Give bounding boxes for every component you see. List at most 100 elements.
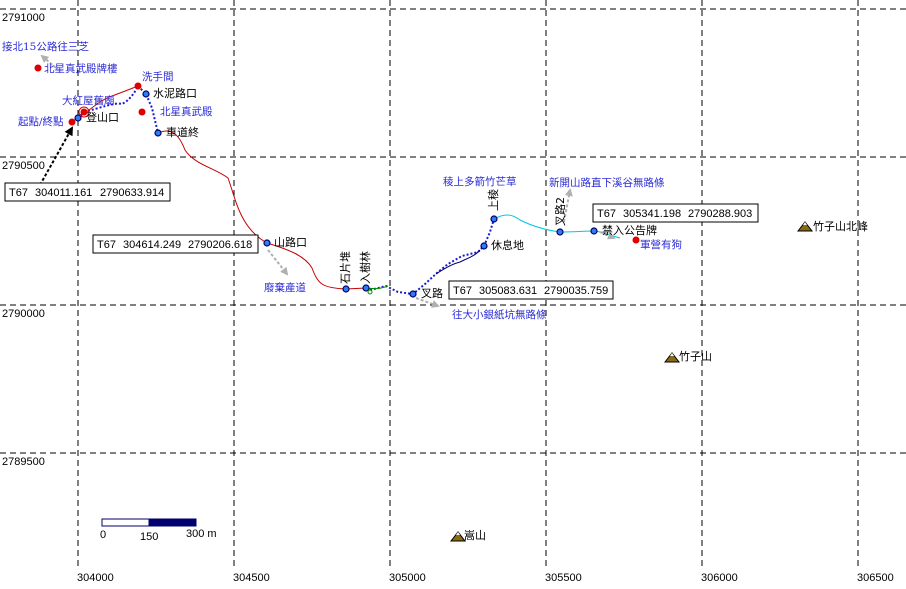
label-quarry: 石片堆 bbox=[339, 251, 352, 284]
route-blue-dotted bbox=[77, 85, 495, 296]
y-label-2790500: 2790500 bbox=[2, 160, 45, 172]
y-axis-labels: 2791000 2790500 2790000 2789500 bbox=[2, 12, 45, 468]
poi-army-dogs[interactable] bbox=[632, 236, 640, 244]
coord-box-y: 2790206.618 bbox=[188, 239, 252, 251]
x-label-305500: 305500 bbox=[545, 572, 582, 584]
coord-box-3: T67 305083.631 2790035.759 bbox=[448, 280, 614, 300]
arrow-to-north15 bbox=[40, 54, 57, 69]
coord-box-x: 304614.249 bbox=[123, 239, 181, 251]
mountain-icon bbox=[663, 352, 681, 363]
poi-beixing-arch[interactable] bbox=[34, 64, 42, 72]
coord-box-frame bbox=[592, 203, 759, 223]
scale-label-150: 150 bbox=[140, 531, 158, 543]
label-grove-entry: 入樹林 bbox=[358, 251, 372, 284]
waypoint-road-end[interactable] bbox=[154, 129, 162, 137]
poi-old-temple-ring bbox=[78, 106, 90, 118]
waypoint-fork[interactable] bbox=[409, 290, 417, 298]
y-label-2791000: 2791000 bbox=[2, 12, 45, 24]
waypoint-cement-road[interactable] bbox=[142, 90, 150, 98]
label-fork2: 叉路2 bbox=[554, 197, 567, 226]
label-start-end: 起點/終點 bbox=[18, 115, 64, 128]
coord-box-4: T67 305341.198 2790288.903 bbox=[592, 203, 759, 223]
label-no-entry-sign: 禁入公告牌 bbox=[602, 223, 657, 237]
x-label-306500: 306500 bbox=[857, 572, 894, 584]
arrow-army-dogs bbox=[599, 231, 616, 240]
peak-label-zhuzi-north: 竹子山北峰 bbox=[813, 219, 868, 233]
map-grid bbox=[0, 0, 906, 568]
waypoint-mountain-road[interactable] bbox=[263, 239, 271, 247]
waypoint-labels: 登山口 水泥路口 車道終 山路口 石片堆 入樹林 叉路 上稜 休息地 叉路2 禁… bbox=[86, 87, 657, 300]
arrow-abandoned-road bbox=[267, 249, 289, 276]
coord-box-frame bbox=[4, 182, 171, 202]
x-label-305000: 305000 bbox=[389, 572, 426, 584]
peak-songshan[interactable]: 嵩山 bbox=[449, 529, 486, 542]
start-arrow bbox=[39, 126, 73, 186]
scale-bar-dark-segment bbox=[148, 518, 197, 527]
coord-box-crs: T67 bbox=[453, 285, 472, 297]
x-label-304500: 304500 bbox=[233, 572, 270, 584]
arrow-start-point bbox=[39, 126, 73, 186]
route-tracks bbox=[77, 85, 621, 296]
label-abandoned-road: 廢棄產道 bbox=[264, 281, 306, 294]
annotation-labels: 接北15公路往三芝 北星真武殿牌樓 洗手間 大紅屋舊廟 北星真武殿 起點/終點 … bbox=[2, 40, 682, 321]
scale-bar-white-segment bbox=[101, 518, 150, 527]
coord-box-frame bbox=[448, 280, 614, 300]
peak-zhuzi-north[interactable]: 竹子山北峰 bbox=[796, 219, 868, 233]
label-ridge-grass: 稜上多箭竹芒草 bbox=[443, 175, 517, 188]
label-to-silver-pit: 往大小銀紙坑無路條 bbox=[452, 308, 547, 321]
mountain-snow-icon bbox=[456, 532, 460, 535]
scale-label-0: 0 bbox=[100, 529, 106, 541]
coord-box-frame bbox=[92, 234, 259, 254]
peak-zhuzi[interactable]: 竹子山 bbox=[663, 349, 712, 363]
x-axis-labels: 304000 304500 305000 305500 306000 30650… bbox=[77, 572, 894, 584]
waypoints bbox=[74, 90, 598, 298]
label-toilet: 洗手間 bbox=[142, 70, 174, 83]
waypoint-rest-area[interactable] bbox=[480, 242, 488, 250]
waypoint-grove-green bbox=[367, 289, 373, 295]
coord-box-2: T67 304614.249 2790206.618 bbox=[92, 234, 259, 254]
mountain-icon bbox=[796, 221, 814, 232]
x-label-306000: 306000 bbox=[701, 572, 738, 584]
peak-label-zhuzi: 竹子山 bbox=[679, 349, 712, 363]
coord-box-crs: T67 bbox=[9, 187, 28, 199]
coord-box-crs: T67 bbox=[97, 239, 116, 251]
label-army-dogs: 軍營有狗 bbox=[640, 238, 682, 251]
poi-toilet[interactable] bbox=[134, 82, 142, 90]
peak-label-songshan: 嵩山 bbox=[464, 529, 486, 542]
label-to-north15: 接北15公路往三芝 bbox=[2, 40, 89, 53]
coord-box-y: 2790633.914 bbox=[100, 187, 164, 199]
mountain-icon bbox=[449, 531, 467, 542]
label-rest-area: 休息地 bbox=[491, 238, 524, 252]
waypoint-no-entry-sign[interactable] bbox=[590, 227, 598, 235]
label-road-end: 車道終 bbox=[166, 125, 199, 139]
label-ascend: 上稜 bbox=[487, 189, 500, 211]
poi-markers bbox=[34, 64, 640, 244]
poi-old-temple[interactable] bbox=[80, 108, 88, 116]
coord-box-x: 305083.631 bbox=[479, 285, 537, 297]
waypoint-grove-entry[interactable] bbox=[362, 284, 370, 292]
y-label-2790000: 2790000 bbox=[2, 308, 45, 320]
waypoint-fork2[interactable] bbox=[556, 228, 564, 236]
label-cement-road: 水泥路口 bbox=[153, 87, 197, 100]
mountain-snow-icon bbox=[803, 222, 807, 225]
mountain-snow-icon bbox=[670, 353, 674, 356]
waypoint-quarry[interactable] bbox=[342, 285, 350, 293]
coord-box-x: 304011.161 bbox=[35, 187, 92, 199]
coord-box-y: 2790288.903 bbox=[688, 208, 752, 220]
x-label-304000: 304000 bbox=[77, 572, 114, 584]
waypoint-trailhead[interactable] bbox=[74, 114, 82, 122]
waypoint-ascend[interactable] bbox=[490, 215, 498, 223]
scale-bar: 0 150 300 m bbox=[100, 518, 217, 543]
y-label-2789500: 2789500 bbox=[2, 456, 45, 468]
poi-start-end[interactable] bbox=[68, 118, 76, 126]
label-new-road: 新開山路直下溪谷無路條 bbox=[549, 176, 665, 189]
coord-box-y: 2790035.759 bbox=[544, 285, 608, 297]
route-darkblue-track bbox=[435, 249, 481, 275]
coord-box-1: T67 304011.161 2790633.914 bbox=[4, 182, 171, 202]
scale-label-300: 300 m bbox=[186, 528, 217, 540]
poi-beixing-temple[interactable] bbox=[138, 108, 146, 116]
direction-arrows bbox=[40, 54, 616, 308]
arrow-new-road bbox=[563, 188, 573, 223]
label-mountain-road: 山路口 bbox=[274, 236, 307, 249]
